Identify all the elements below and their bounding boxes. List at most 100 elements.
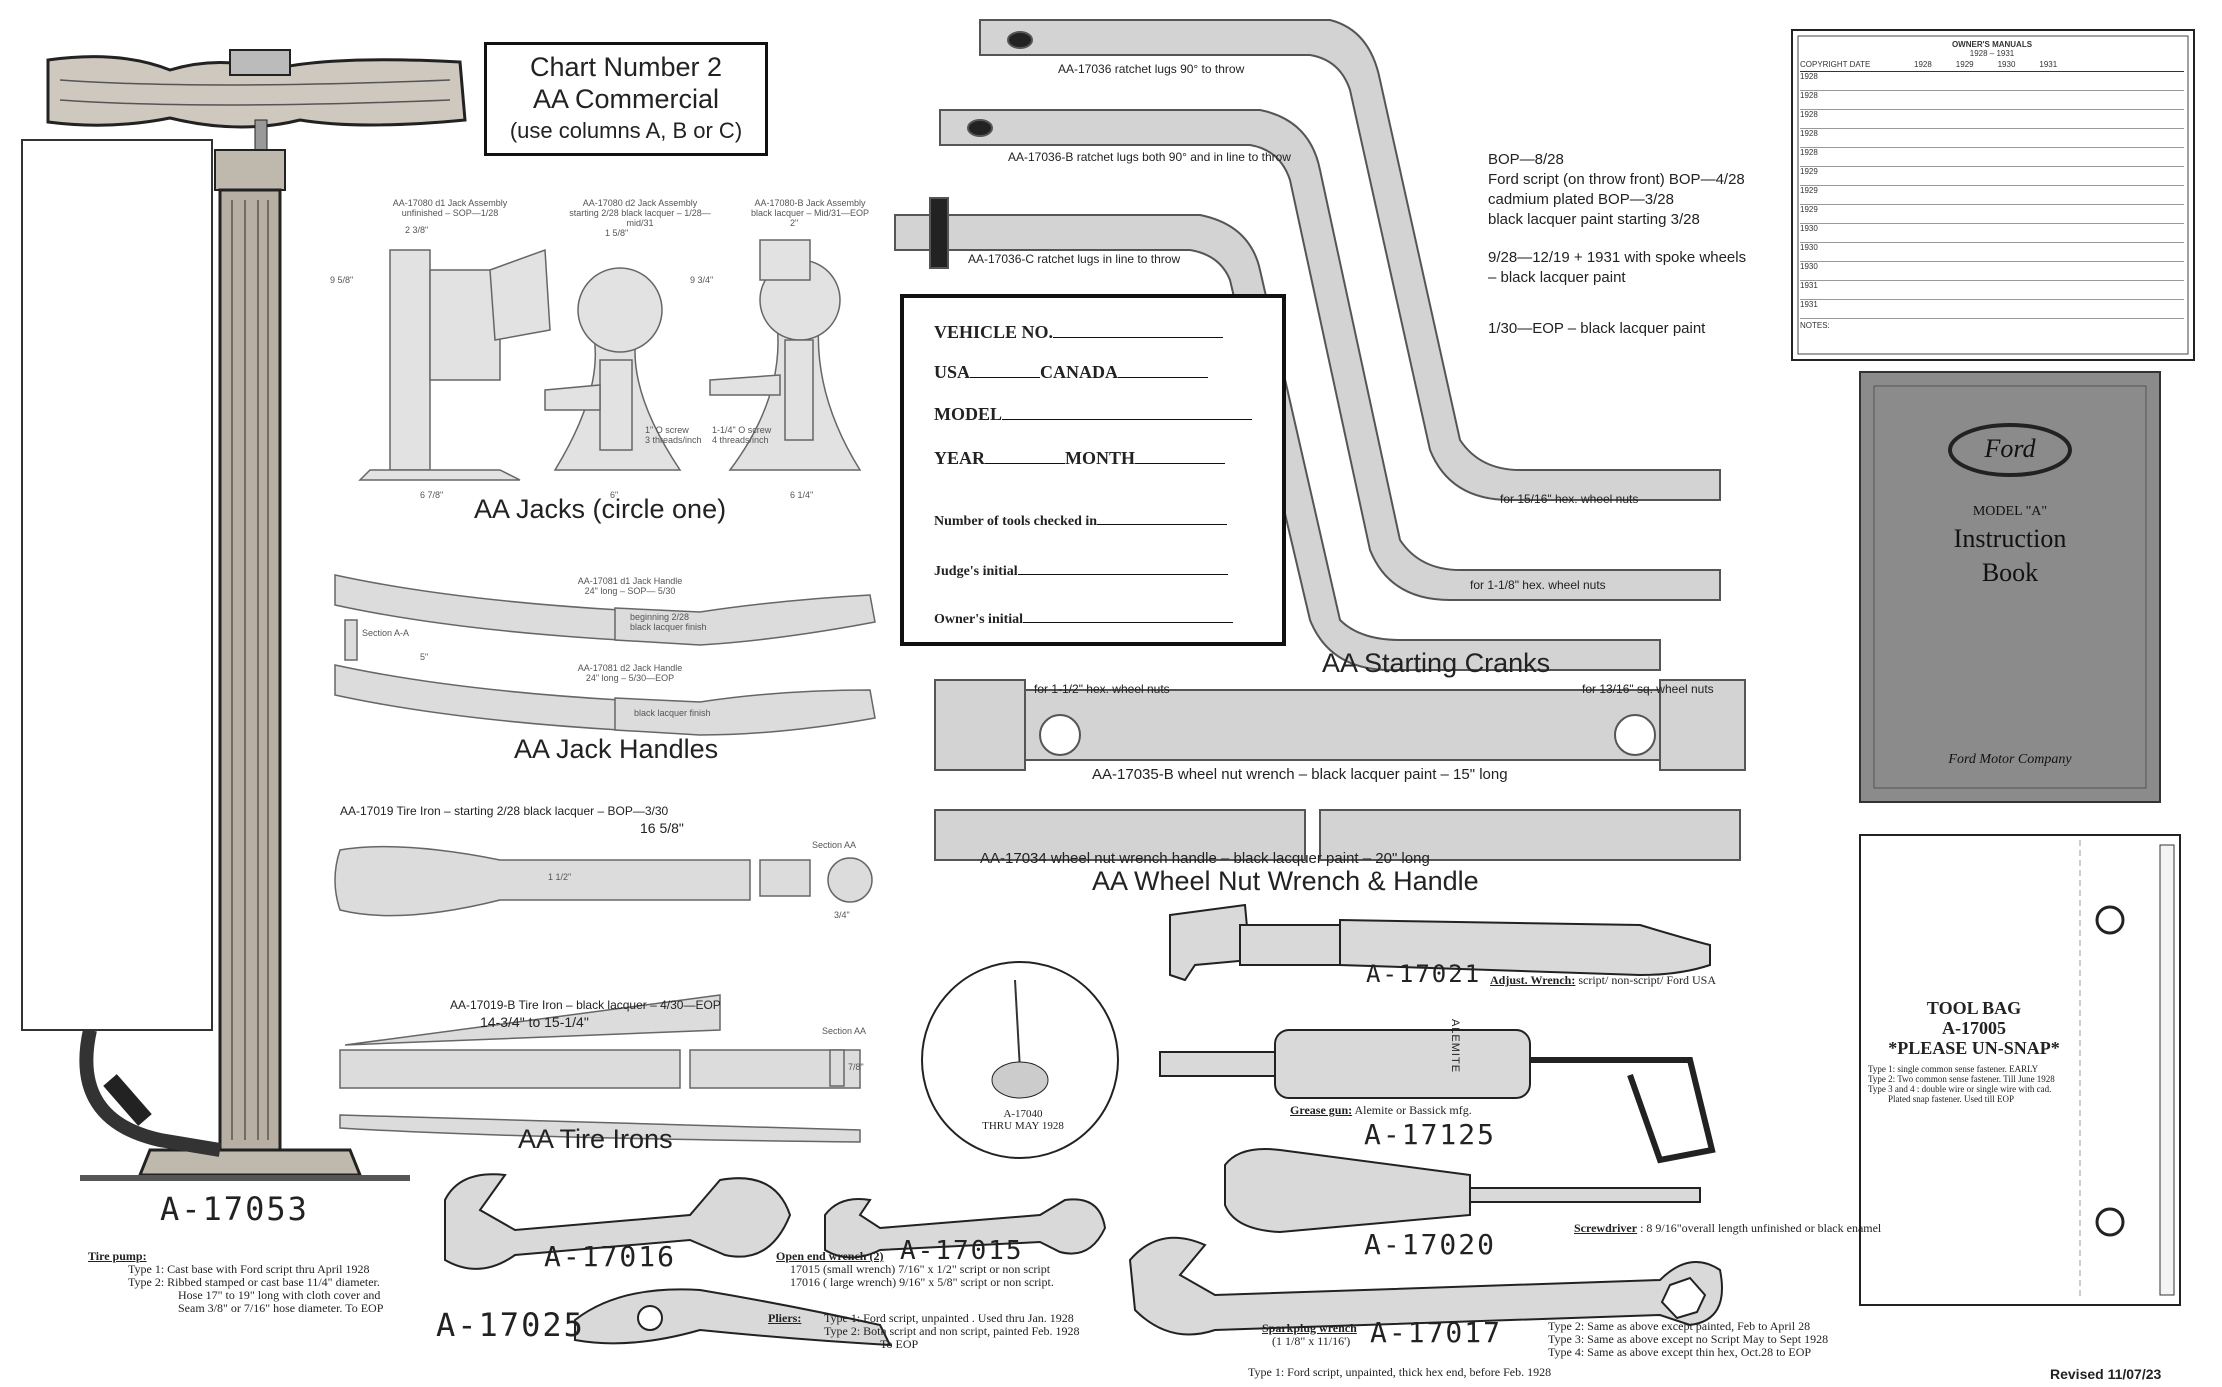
owner-field[interactable]: [1023, 622, 1234, 623]
jack-3-dim-base: 6 1/4": [790, 490, 814, 500]
year-field[interactable]: [985, 463, 1066, 464]
spark-caption-block: Sparkplug wrench (1 1/8" x 11/16'): [1262, 1322, 1357, 1348]
jack-handle-1-note: beginning 2/28 black lacquer finish: [630, 612, 707, 632]
owner-label: Owner's initial: [934, 612, 1024, 627]
table-row: 1931: [1800, 300, 2184, 319]
tool-bag-types: Type 1: single common sense fastener. EA…: [1868, 1064, 2098, 1104]
screwdriver-code: A-17020: [1364, 1228, 1497, 1261]
crank-note-2-line: – black lacquer paint: [1488, 269, 1626, 286]
manuals-row-date: 1930: [1800, 262, 1818, 271]
crank-2-label: AA-17036-B ratchet lugs both 90° and in …: [1008, 150, 1291, 164]
judge-row: Judge's initial: [934, 564, 1228, 580]
section-title-starting-cranks: AA Starting Cranks: [1322, 648, 1551, 678]
manuals-row-date: 1928: [1800, 110, 1818, 119]
manuals-row-date: 1928: [1800, 129, 1818, 138]
table-row: 1930: [1800, 243, 2184, 262]
jack-3-dim-top: 2": [790, 218, 799, 228]
book-title-2: Book: [1981, 558, 2039, 587]
jack-3-dim-height: 9 3/4": [690, 275, 714, 285]
manuals-notes: NOTES:: [1800, 321, 1830, 330]
owner-row: Owner's initial: [934, 612, 1234, 628]
screwdriver-note: : 8 9/16"overall length unfinished or bl…: [1637, 1221, 1882, 1235]
pliers-line: To EOP: [880, 1337, 919, 1351]
open-end-line: 17015 (small wrench) 7/16" x 1/2" script…: [790, 1262, 1051, 1276]
owners-manuals-table: OWNER'S MANUALS 1928 – 1931 COPYRIGHT DA…: [1800, 40, 2184, 330]
tire-pump-drawing: [46, 49, 467, 1181]
usa-field[interactable]: [970, 377, 1041, 378]
spark-line: Type 3: Same as above except no Script M…: [1548, 1332, 1829, 1346]
table-row: 1929: [1800, 186, 2184, 205]
table-row: 1930: [1800, 224, 2184, 243]
manuals-row-date: 1928: [1800, 148, 1818, 157]
table-row: 1929: [1800, 205, 2184, 224]
vehicle-no-row: VEHICLE NO.: [934, 322, 1224, 343]
adj-wrench-code: A-17021: [1366, 960, 1482, 988]
pliers-code: A-17025: [436, 1306, 585, 1344]
grease-caption-row: Grease gun: Alemite or Bassick mfg.: [1290, 1104, 1472, 1117]
canada-label: CANADA: [1040, 362, 1119, 382]
tire-iron-1-section: Section AA: [812, 840, 857, 850]
crank-nut-1: for 15/16" hex. wheel nuts: [1500, 492, 1639, 506]
pliers-line: Type 1: Ford script, unpainted . Used th…: [824, 1311, 1074, 1325]
vehicle-no-label: VEHICLE NO.: [934, 322, 1054, 342]
table-row: 1929: [1800, 167, 2184, 186]
open-end-caption: Open end wrench (2): [776, 1249, 884, 1263]
model-field[interactable]: [1002, 419, 1253, 420]
tire-iron-2-length: 14-3/4" to 15-1/4": [480, 1014, 589, 1030]
pump-line: Type 1: Cast base with Ford script thru …: [128, 1262, 370, 1276]
manuals-row-date: 1931: [1800, 300, 1818, 309]
pliers-drawing: [574, 1288, 892, 1347]
screwdriver-caption: Screwdriver: [1574, 1221, 1638, 1235]
manuals-header: 1930: [1997, 60, 2016, 69]
jack-handle-dim-5: 5": [420, 652, 429, 662]
jack-3-screw: 1-1/4" O screw 4 threads/inch: [712, 425, 772, 445]
jack-handle-drawings: [334, 574, 876, 736]
month-field[interactable]: [1135, 463, 1226, 464]
manuals-row-date: 1930: [1800, 243, 1818, 252]
tools-checked-field[interactable]: [1097, 524, 1228, 525]
grease-gun-brand: ALEMITE: [1449, 1018, 1462, 1074]
tool-bag-type-line: Type 1: single common sense fastener. EA…: [1868, 1064, 2039, 1074]
jack-drawings: [358, 239, 862, 481]
manuals-header: 1928: [1914, 60, 1932, 69]
chart-subtitle: AA Commercial: [532, 84, 720, 114]
screwdriver-drawing: [1224, 1148, 1701, 1234]
crank-note-1: BOP—8/28 Ford script (on throw front) BO…: [1488, 150, 1745, 230]
manuals-header: 1929: [1955, 60, 1974, 69]
tool-bag-type-line: Type 3 and 4 : double wire or single wir…: [1868, 1084, 2052, 1094]
grease-note: Alemite or Bassick mfg.: [1352, 1103, 1472, 1117]
open-end-code-2: A-17015: [900, 1236, 1024, 1266]
adj-wrench-note: script/ non-script/ Ford USA: [1575, 973, 1717, 987]
table-row: 1928: [1800, 110, 2184, 129]
tire-iron-drawings: [334, 845, 873, 1143]
open-end-wrenches-drawing: [444, 1173, 1107, 1270]
crank-note-1-line: black lacquer paint starting 3/28: [1488, 211, 1700, 228]
vehicle-no-field[interactable]: [1053, 337, 1224, 338]
jack-1-caption: AA-17080 d1 Jack Assembly unfinished – S…: [392, 198, 508, 218]
oiler-label: A-17040 THRU MAY 1928: [982, 1108, 1064, 1132]
tire-iron-2-section-dim: 7/8": [848, 1062, 864, 1072]
pump-caption: Tire pump:: [88, 1249, 147, 1263]
tool-bag-title-3: *PLEASE UN-SNAP*: [1888, 1038, 2060, 1058]
manuals-title: OWNER'S MANUALS: [1951, 40, 2033, 49]
pliers-caption: Pliers:: [768, 1311, 802, 1325]
crank-nut-2: for 1-1/8" hex. wheel nuts: [1470, 578, 1606, 592]
adjustable-wrench-drawing: [1169, 903, 1711, 982]
manuals-row-date: 1931: [1800, 281, 1818, 290]
crank-note-1-line: BOP—8/28: [1488, 151, 1564, 168]
tire-iron-1-label: AA-17019 Tire Iron – starting 2/28 black…: [340, 804, 669, 818]
judge-label: Judge's initial: [934, 564, 1018, 579]
table-row: 1928: [1800, 148, 2184, 167]
wheel-nut-wrench-drawing: [934, 679, 1746, 861]
manuals-row-date: 1929: [1800, 205, 1818, 214]
spark-line-1: Type 1: Ford script, unpainted, thick he…: [1248, 1365, 1552, 1379]
judge-field[interactable]: [1017, 574, 1228, 575]
crank-note-1-line: cadmium plated BOP—3/28: [1488, 191, 1674, 208]
tool-bag-title-1: TOOL BAG: [1926, 998, 2022, 1018]
canada-field[interactable]: [1118, 377, 1209, 378]
screwdriver-caption-row: Screwdriver : 8 9/16"overall length unfi…: [1574, 1222, 1881, 1235]
grease-code: A-17125: [1364, 1118, 1497, 1151]
jack-handle-section-label: Section A-A: [362, 628, 410, 638]
month-label: MONTH: [1065, 448, 1136, 468]
jack-3-caption: AA-17080-B Jack Assembly black lacquer –…: [750, 198, 870, 218]
